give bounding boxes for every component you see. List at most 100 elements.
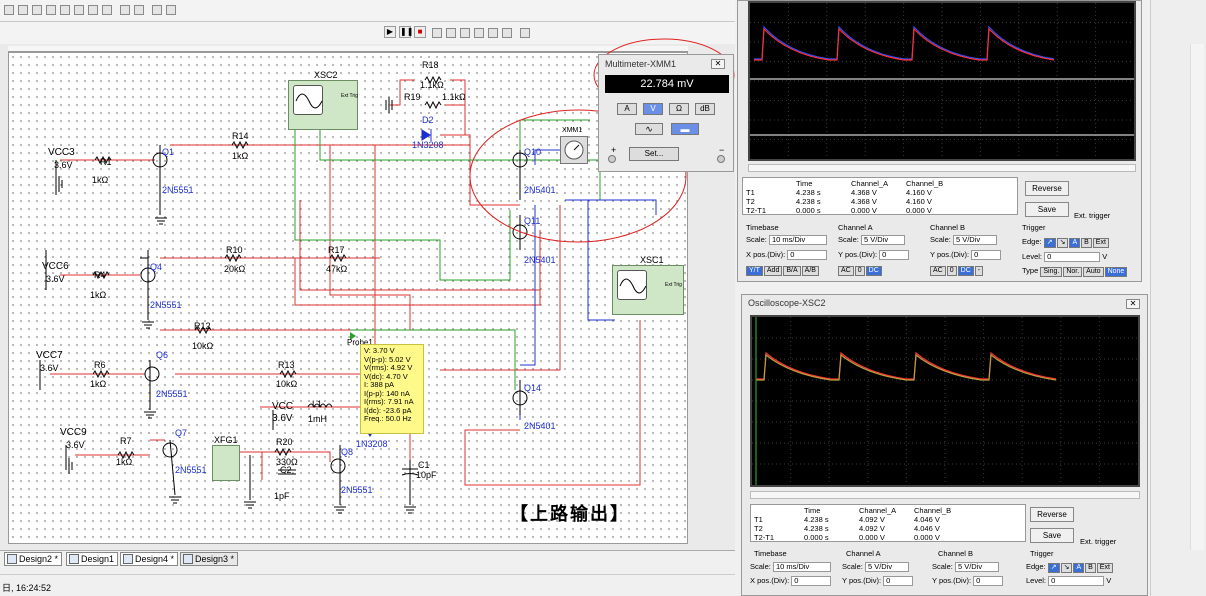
trigger-auto-button[interactable]: Auto [1083,267,1104,277]
probe-tool-icon[interactable] [432,28,442,38]
probe-line: Freq.: 50.0 Hz [364,414,412,423]
probe-tool-icon[interactable] [502,28,512,38]
probe-readout[interactable]: V: 3.70 V V(p-p): 5.02 V V(rms): 4.92 V … [360,344,424,434]
toolbar-tool-icon[interactable] [102,5,112,15]
channel-b-ypos-field[interactable]: 0 [971,250,1002,261]
tab-design1[interactable]: Design1 [66,552,119,566]
toolbar-tool-icon[interactable] [18,5,28,15]
trigger-source-b-button[interactable]: B [1085,563,1096,573]
run-simulation-button[interactable]: ▶ [384,26,396,38]
multimeter-xmm1-symbol[interactable] [560,136,588,164]
toolbar-tool-icon[interactable] [166,5,176,15]
reverse-button[interactable]: Reverse [1025,181,1069,196]
toolbar-tool-icon[interactable] [88,5,98,15]
channel-b-ac-button[interactable]: AC [930,266,946,276]
tab-design2[interactable]: Design2 * [4,552,63,566]
oscilloscope-xsc1-symbol[interactable]: Ext Trig [612,265,684,315]
plus-terminal-icon[interactable] [608,155,616,163]
component-value: 1.1kΩ [442,92,466,102]
output-annotation: 【上路输出】 [510,504,630,525]
ac-mode-icon[interactable]: ∿ [635,123,663,135]
status-time: 日, 16:24:52 [2,583,52,593]
channel-b-scale-field[interactable]: 5 V/Div [954,562,999,573]
tab-design4[interactable]: Design4 * [120,552,179,566]
ab-mode-button[interactable]: A/B [801,266,819,276]
trigger-source-ext-button[interactable]: Ext [1096,563,1113,573]
edge-label: Edge: [1022,237,1042,246]
close-icon[interactable]: ✕ [711,59,725,69]
channel-a-ypos-field[interactable]: 0 [883,576,914,587]
component-ref: XSC2 [314,70,338,80]
toolbar-tool-icon[interactable] [74,5,84,15]
trigger-single-button[interactable]: Sing. [1040,267,1063,277]
channel-b-minus-button[interactable]: - [974,266,984,276]
probe-tool-icon[interactable] [446,28,456,38]
component-ref: R20 [276,437,293,447]
voltmeter-mode-button[interactable]: V [643,103,663,115]
falling-edge-icon[interactable]: ↘ [1060,563,1073,573]
decibel-mode-button[interactable]: dB [695,103,715,115]
ext-trigger-label: Ext. trigger [1074,211,1111,220]
component-ref: VCC6 [42,261,69,272]
rising-edge-icon[interactable]: ↗ [1047,563,1060,573]
tab-design3[interactable]: Design3 * [180,552,239,566]
probe-tool-icon[interactable] [460,28,470,38]
component-ref: R7 [120,436,132,446]
falling-edge-icon[interactable]: ↘ [1056,238,1069,248]
channel-a-scale-field[interactable]: 5 V/Div [860,235,905,246]
channel-a-ypos-field[interactable]: 0 [879,250,910,261]
trigger-level-field[interactable]: 0 [1044,252,1101,263]
channel-b-dc-button[interactable]: DC [957,266,974,276]
probe-tool-icon[interactable] [474,28,484,38]
xpos-field[interactable]: 0 [791,576,832,587]
ammeter-mode-button[interactable]: A [617,103,637,115]
ohmmeter-mode-button[interactable]: Ω [669,103,689,115]
add-mode-button[interactable]: Add [763,266,783,276]
ba-mode-button[interactable]: B/A [783,266,801,276]
trigger-source-a-button[interactable]: A [1069,238,1081,248]
yt-mode-button[interactable]: Y/T [746,266,763,276]
channel-b-ypos-field[interactable]: 0 [973,576,1004,587]
channel-a-dc-button[interactable]: DC [865,266,882,276]
channel-b-scale-field[interactable]: 5 V/Div [952,235,997,246]
toolbar-tool-icon[interactable] [152,5,162,15]
close-icon[interactable]: ✕ [1126,299,1140,309]
trigger-level-field[interactable]: 0 [1048,576,1105,587]
minus-terminal-icon[interactable] [717,155,725,163]
channel-a-zero-button[interactable]: 0 [854,266,865,276]
save-button[interactable]: Save [1030,528,1074,543]
rising-edge-icon[interactable]: ↗ [1043,238,1056,248]
toolbar-tool-icon[interactable] [60,5,70,15]
vertical-scrollbar[interactable] [1190,44,1204,550]
component-ref: R14 [232,131,249,141]
probe-line: V(dc): 4.70 V [364,371,408,381]
trigger-source-ext-button[interactable]: Ext [1092,238,1109,248]
function-generator-xfg1-symbol[interactable] [212,445,240,481]
trigger-none-button[interactable]: None [1104,267,1128,277]
stop-simulation-button[interactable]: ■ [414,26,426,38]
save-button[interactable]: Save [1025,202,1069,217]
trigger-source-a-button[interactable]: A [1073,563,1085,573]
toolbar-tool-icon[interactable] [120,5,130,15]
dc-mode-icon[interactable]: ▬ [671,123,699,135]
xpos-field[interactable]: 0 [787,250,828,261]
toolbar-tool-icon[interactable] [4,5,14,15]
toolbar-tool-icon[interactable] [134,5,144,15]
probe-tool-icon[interactable] [520,28,530,38]
timebase-scale-field[interactable]: 10 ms/Div [772,562,831,573]
channel-b-zero-button[interactable]: 0 [946,266,957,276]
multimeter-set-button[interactable]: Set... [629,147,679,161]
toolbar-tool-icon[interactable] [32,5,42,15]
scope-scrollbar[interactable] [748,164,1136,172]
timebase-scale-field[interactable]: 10 ms/Div [768,235,827,246]
channel-a-ac-button[interactable]: AC [838,266,854,276]
pause-simulation-button[interactable]: ❚❚ [399,26,414,38]
probe-tool-icon[interactable] [488,28,498,38]
trigger-normal-button[interactable]: Nor. [1063,267,1083,277]
oscilloscope-xsc2-symbol[interactable]: Ext Trig [288,80,358,130]
scope-scrollbar[interactable] [750,491,1140,499]
reverse-button[interactable]: Reverse [1030,507,1074,522]
trigger-source-b-button[interactable]: B [1081,238,1092,248]
toolbar-tool-icon[interactable] [46,5,56,15]
channel-a-scale-field[interactable]: 5 V/Div [864,562,909,573]
